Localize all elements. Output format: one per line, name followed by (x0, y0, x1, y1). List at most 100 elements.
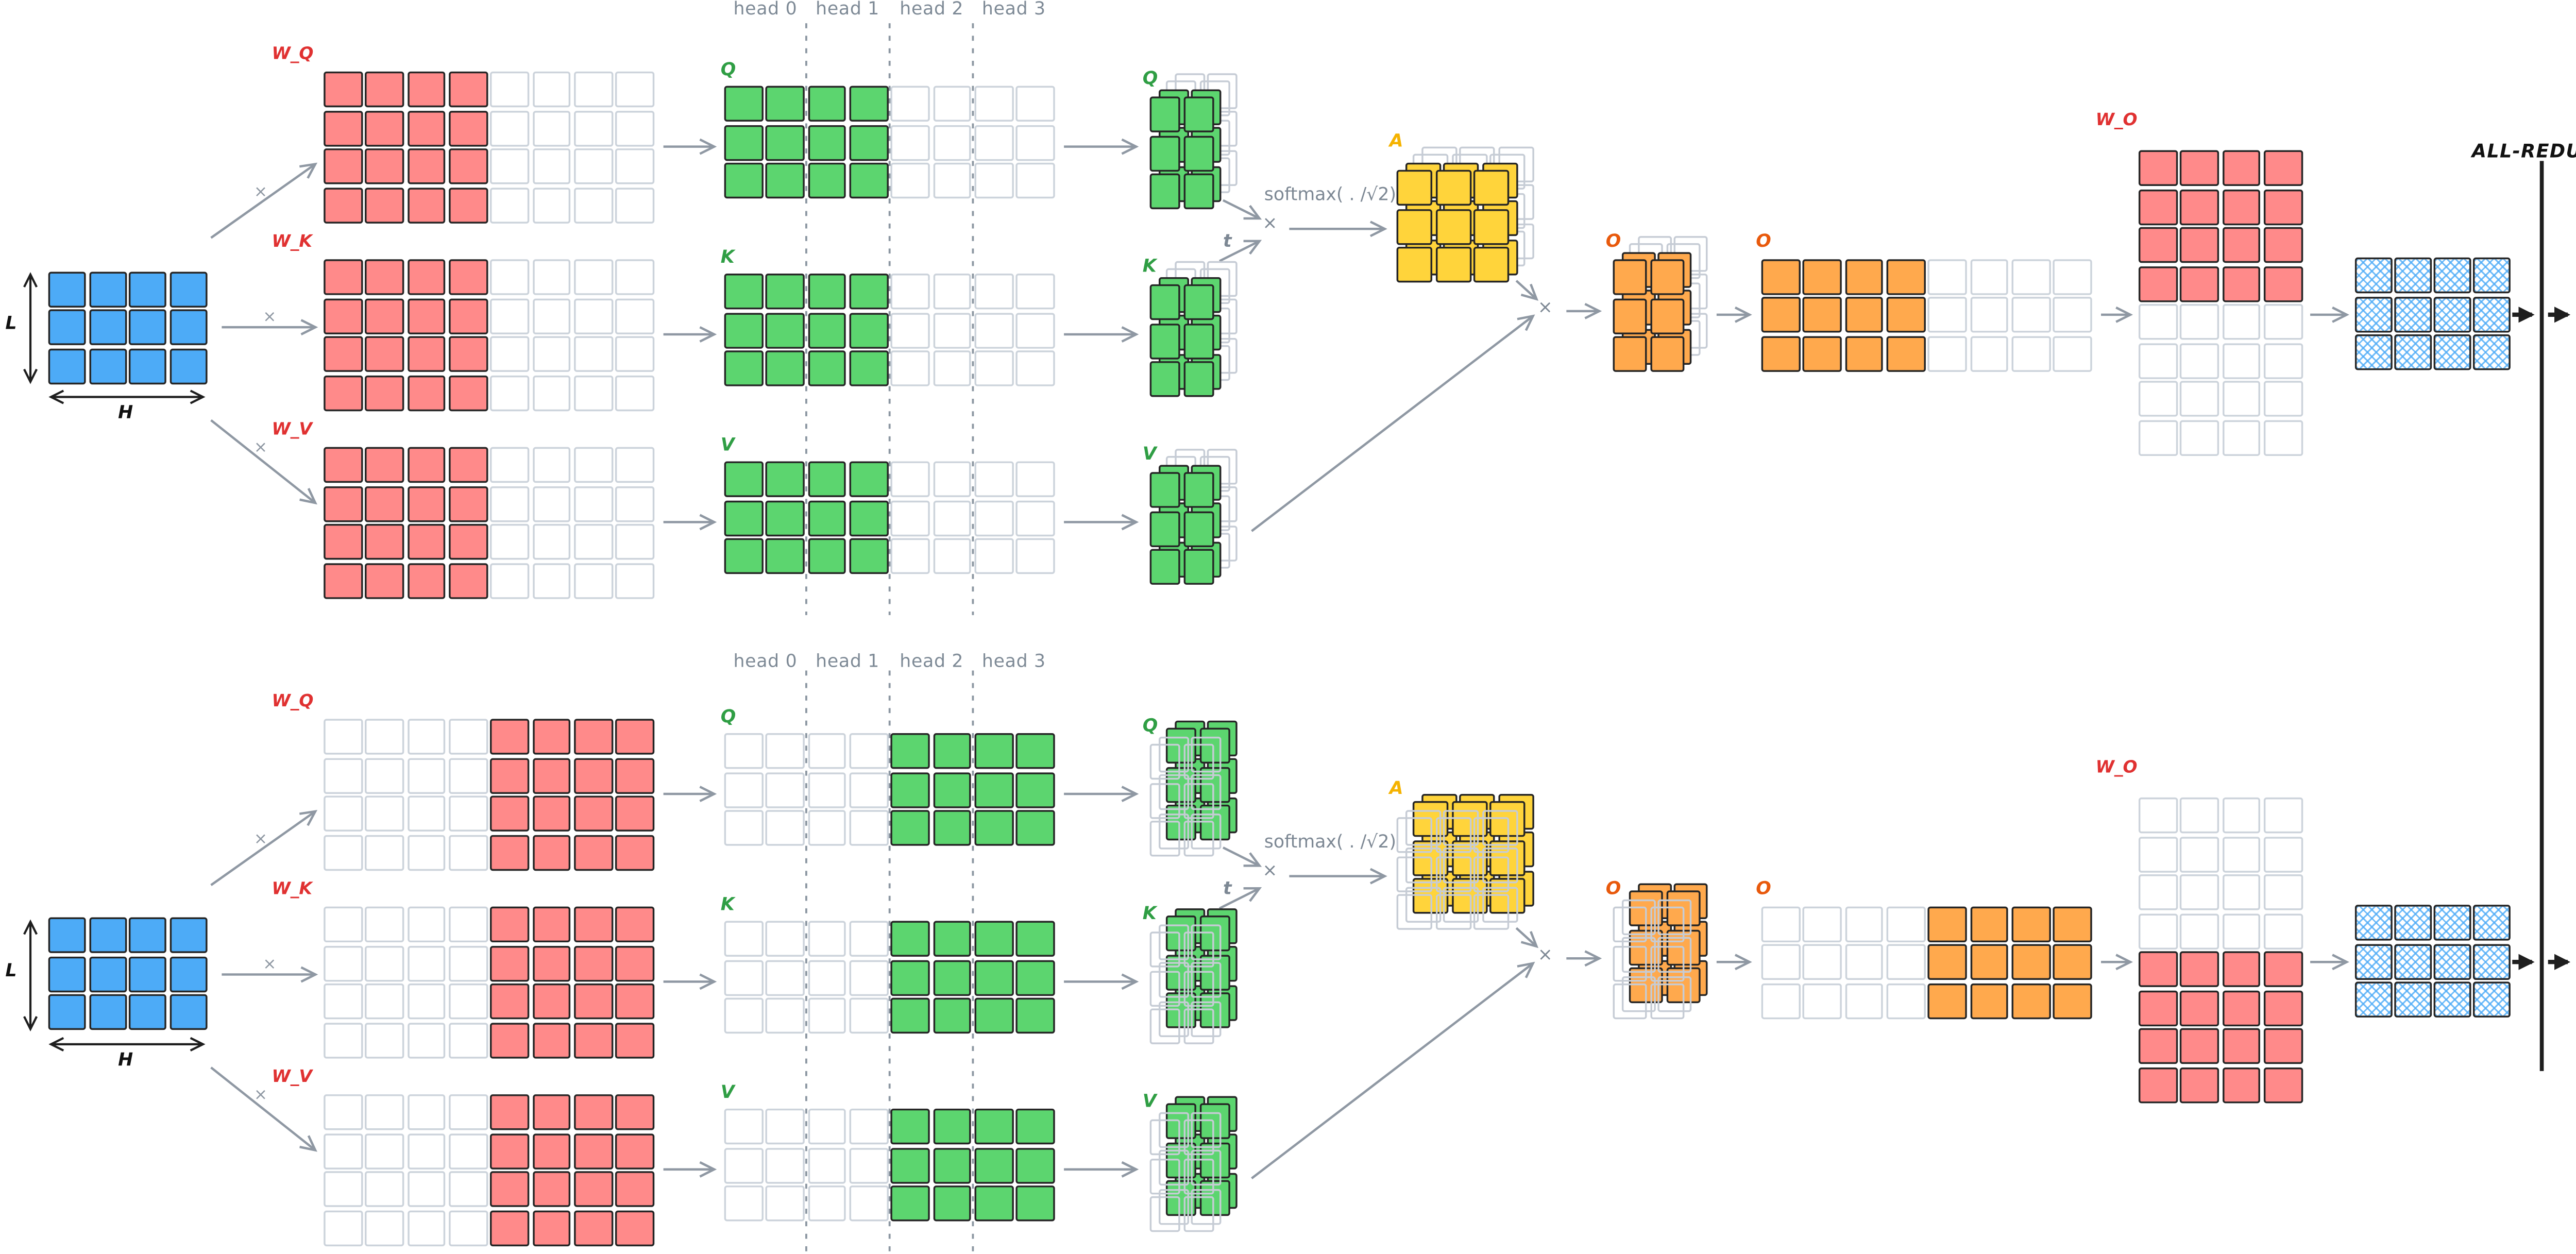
matrix-cell (1886, 944, 1925, 980)
matrix-cell (932, 997, 972, 1034)
matrix-cell (406, 110, 446, 146)
matrix-cell (807, 1108, 846, 1145)
matrix-cell (532, 834, 571, 870)
matrix-cell (1473, 208, 1510, 244)
matrix-cell (1149, 510, 1180, 547)
matrix-cell (766, 771, 805, 808)
matrix-cell (168, 994, 207, 1030)
matrix-cell (1844, 982, 1884, 1019)
matrix-cell (490, 906, 530, 943)
k-stack-device0 (1149, 260, 1238, 397)
matrix-cell (1473, 170, 1510, 206)
matrix-cell (573, 719, 613, 755)
matrix-cell (573, 110, 613, 146)
matrix-cell (573, 945, 613, 981)
matrix-cell (807, 350, 846, 386)
matrix-cell (1443, 886, 1479, 922)
matrix-cell (2472, 334, 2510, 370)
matrix-cell (1886, 297, 1925, 333)
stack-layer (1149, 743, 1213, 857)
matrix-cell (2180, 1028, 2219, 1064)
head-2-label-row2: head 2 (900, 652, 964, 672)
matrix-cell (974, 500, 1013, 536)
matrix-cell (448, 1022, 488, 1058)
stack-layer (1621, 899, 1692, 1011)
matrix-cell (974, 1147, 1013, 1183)
matrix-cell (1015, 86, 1055, 122)
o-stack-label-device1: O (1605, 879, 1621, 900)
matrix-cell (490, 757, 530, 793)
matrix-cell (1015, 1185, 1055, 1222)
matrix-cell (2354, 257, 2392, 294)
o-stack-device1 (1613, 882, 1708, 1020)
q-stack-label-device1: Q (1142, 717, 1158, 737)
matrix-cell (891, 312, 930, 348)
matrix-cell (406, 259, 446, 295)
matrix-cell (2180, 304, 2219, 340)
matrix-cell (2053, 335, 2092, 371)
all-reduce-label: ALL-REDUCE (2471, 141, 2576, 163)
matrix-cell (532, 148, 571, 184)
matrix-cell (88, 270, 126, 307)
partial-result-device0 (2354, 257, 2510, 370)
matrix-cell (532, 983, 571, 1020)
matrix-cell (365, 945, 404, 981)
matrix-cell (448, 523, 488, 560)
matrix-cell (1149, 135, 1180, 171)
matrix-cell (2180, 150, 2219, 186)
head-3-label: head 3 (981, 0, 1046, 20)
matrix-cell (766, 997, 805, 1034)
matrix-cell (324, 1094, 363, 1130)
matrix-cell (1481, 809, 1517, 845)
matrix-cell (2222, 419, 2261, 455)
stack-layer (1158, 1111, 1222, 1224)
matrix-cell (406, 336, 446, 372)
matrix-cell (974, 86, 1013, 122)
matrix-cell (406, 1022, 446, 1058)
matrix-cell (2222, 951, 2261, 987)
matrix-cell (766, 1147, 805, 1183)
matrix-cell (2263, 419, 2303, 455)
stack-layer (1396, 170, 1510, 283)
matrix-cell (724, 997, 764, 1034)
matrix-cell (974, 1185, 1013, 1222)
matrix-cell (615, 187, 654, 223)
all-reduce-arrows (2512, 307, 2571, 970)
matrix-cell (1761, 258, 1801, 294)
matrix-cell (849, 997, 888, 1034)
matrix-cell (573, 336, 613, 372)
k-matrix-device0 (724, 274, 1055, 386)
matrix-cell (1435, 208, 1471, 244)
matrix-cell (365, 259, 404, 295)
matrix-cell (1404, 809, 1440, 845)
matrix-cell (365, 983, 404, 1020)
matrix-cell (1396, 817, 1433, 853)
matrix-cell (1182, 1008, 1213, 1044)
matrix-cell (807, 274, 846, 310)
matrix-cell (615, 1132, 654, 1169)
matrix-cell (2433, 334, 2470, 370)
matrix-cell (532, 375, 571, 411)
k-matrix-device1 (724, 921, 1055, 1034)
matrix-cell (448, 562, 488, 598)
matrix-cell (406, 757, 446, 793)
q-matrix-device1 (724, 733, 1055, 846)
matrix-cell (490, 71, 530, 108)
matrix-cell (2263, 150, 2303, 186)
matrix-cell (724, 921, 764, 957)
matrix-cell (2394, 296, 2431, 332)
matrix-cell (48, 270, 86, 307)
o-matrix-label-device1: O (1756, 879, 1771, 900)
matrix-cell (2354, 943, 2392, 979)
matrix-cell (532, 906, 571, 943)
attention-label-device1: A (1389, 779, 1403, 800)
matrix-cell (1149, 361, 1180, 397)
q-label-device0: Q (720, 61, 736, 81)
matrix-cell (1149, 549, 1180, 585)
matrix-cell (88, 956, 126, 992)
matrix-cell (324, 485, 363, 521)
matrix-cell (573, 834, 613, 870)
attention-stack-device0 (1396, 145, 1534, 283)
matrix-cell (448, 834, 488, 870)
wq-matrix-device0 (324, 71, 654, 223)
